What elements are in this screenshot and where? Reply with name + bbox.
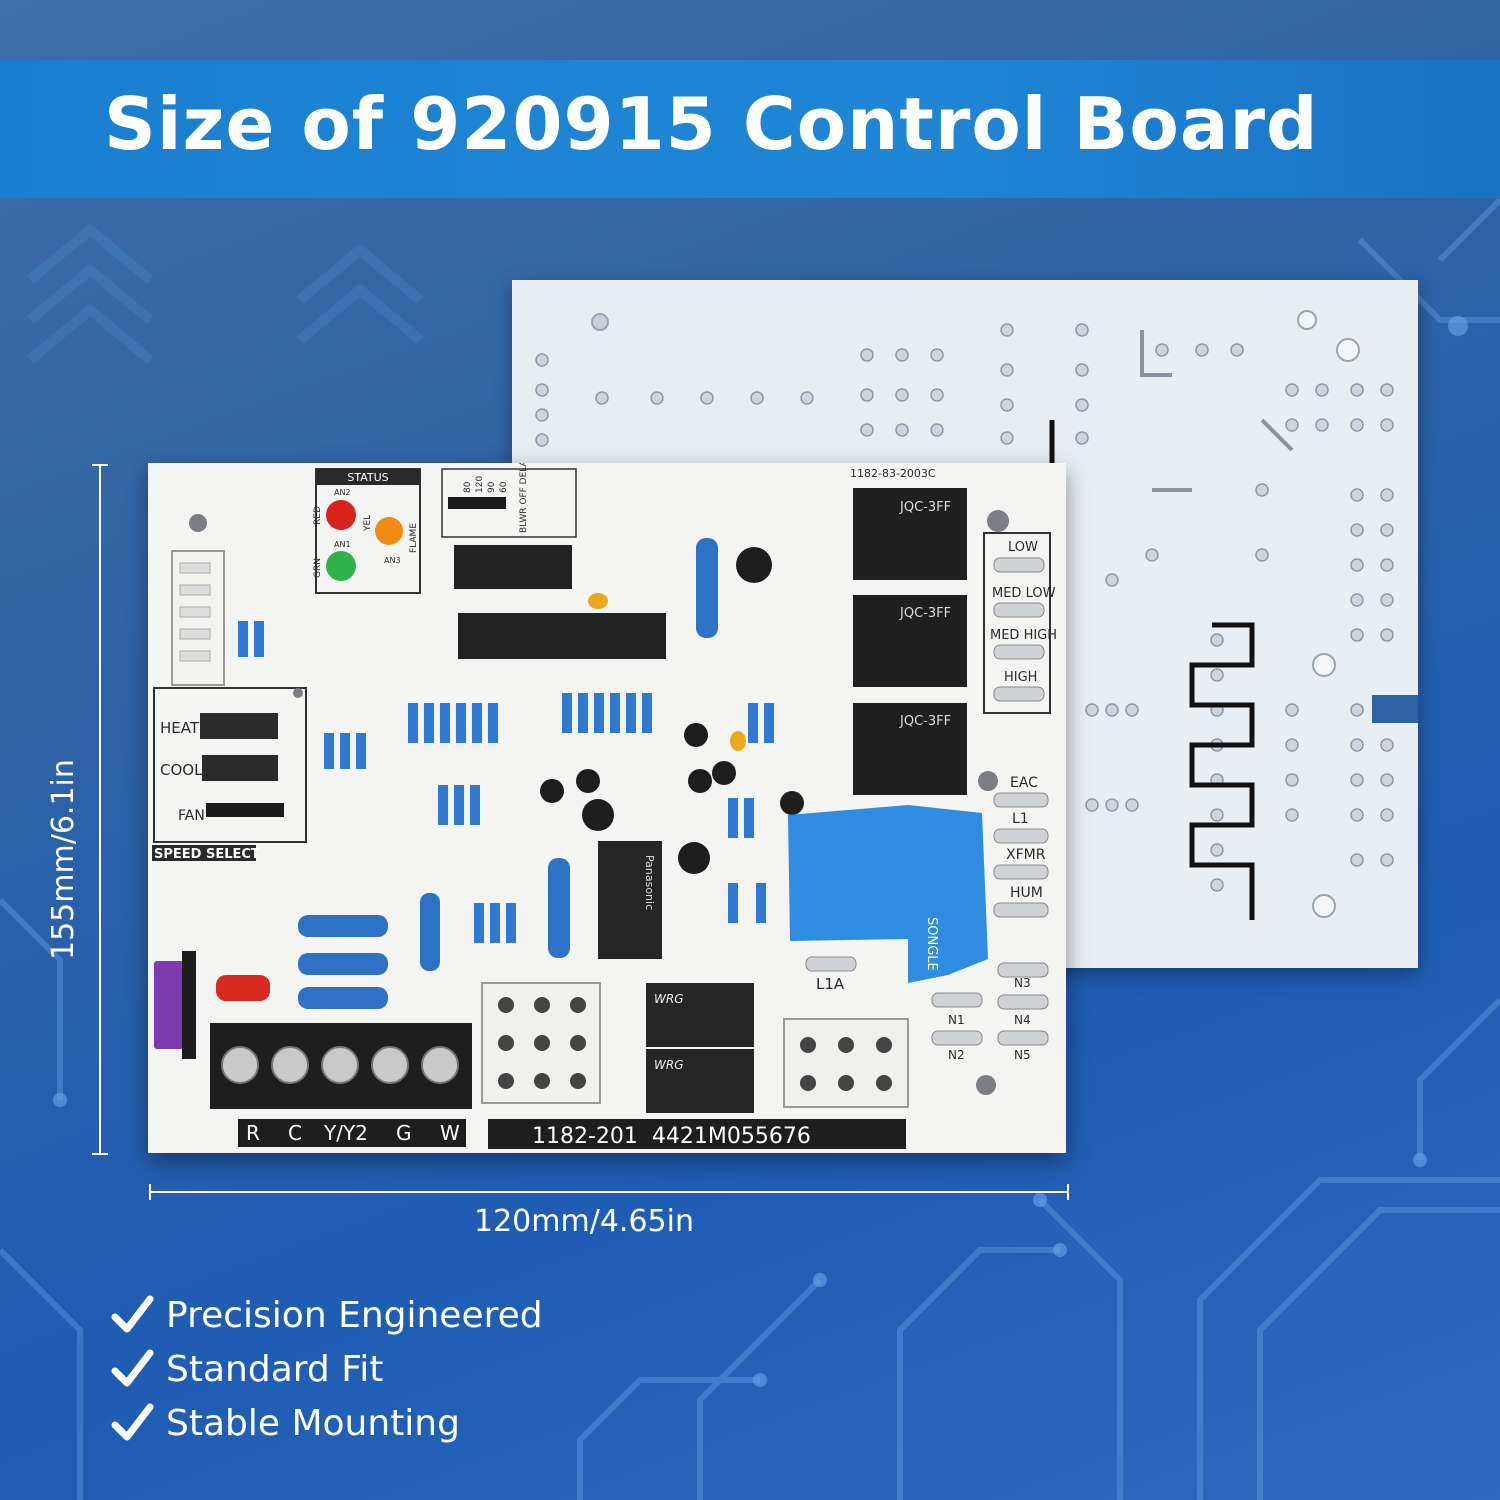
speed-tap-med-low: MED LOW <box>992 586 1056 601</box>
speed-tap-low: LOW <box>1008 540 1038 555</box>
relay-label-2: JQC-3FF <box>899 606 951 621</box>
terminal-n1: N1 <box>948 1013 965 1027</box>
speed-tap-high: HIGH <box>1004 670 1037 685</box>
terminal-r: R <box>246 1121 260 1145</box>
title-banner <box>0 60 1500 198</box>
led-label-grn: GRN <box>313 558 323 578</box>
delay-value-60: 60 <box>499 481 509 493</box>
led-label-an2: AN2 <box>334 488 351 497</box>
terminal-w: W <box>440 1121 460 1145</box>
delay-value-80: 80 <box>463 481 473 493</box>
serial-number: 1182-201 4421M055676 <box>532 1124 811 1149</box>
songle-label: SONGLE <box>924 917 939 971</box>
terminal-g: G <box>396 1121 412 1145</box>
led-label-red: RED <box>313 506 323 525</box>
control-board-front: 1182-83-2003C STATUS RED YEL GRN FLAME A… <box>148 418 1066 1153</box>
checkmark-icon <box>111 1403 154 1441</box>
switch-label-fan: FAN <box>178 808 205 824</box>
relay-label-1: JQC-3FF <box>899 500 951 515</box>
checkmark-icon <box>111 1349 154 1387</box>
relay-label-3: JQC-3FF <box>899 714 951 729</box>
led-label-flame: FLAME <box>409 523 419 553</box>
height-dimension: 155mm/6.1in <box>46 759 81 960</box>
panasonic-label: Panasonic <box>643 855 656 910</box>
terminal-c: C <box>288 1121 302 1145</box>
board-back-drawing <box>535 310 1418 920</box>
checkmark-icon <box>111 1295 154 1333</box>
feature-item: Precision Engineered <box>110 1288 543 1342</box>
status-label: STATUS <box>347 471 388 484</box>
feature-label: Precision Engineered <box>166 1294 543 1336</box>
wrg-relay-2: WRG <box>654 1058 684 1072</box>
delay-value-90: 90 <box>487 481 497 493</box>
terminal-l1a: L1A <box>816 975 845 993</box>
terminal-n5: N5 <box>1014 1048 1031 1062</box>
speed-tap-med-high: MED HIGH <box>990 628 1057 643</box>
feature-item: Standard Fit <box>110 1342 543 1396</box>
feature-label: Stable Mounting <box>166 1402 460 1444</box>
terminal-n4: N4 <box>1014 1013 1031 1027</box>
delay-value-120: 120 <box>475 476 485 493</box>
feature-list: Precision Engineered Standard Fit Stable… <box>110 1288 543 1450</box>
terminal-l1: L1 <box>1012 811 1029 827</box>
green-led <box>326 551 356 581</box>
terminal-xfmr: XFMR <box>1006 847 1046 863</box>
page-title: Size of 920915 Control Board <box>104 82 1319 166</box>
terminal-eac: EAC <box>1010 775 1038 791</box>
led-label-yel: YEL <box>363 515 373 532</box>
terminal-y-y2: Y/Y2 <box>323 1121 368 1145</box>
terminal-n3: N3 <box>1014 976 1031 990</box>
terminal-hum: HUM <box>1010 885 1043 901</box>
feature-item: Stable Mounting <box>110 1396 543 1450</box>
board-front-drawing: 1182-83-2003C STATUS RED YEL GRN FLAME A… <box>152 418 1057 1149</box>
feature-label: Standard Fit <box>166 1348 384 1390</box>
part-code: 1182-83-2003C <box>850 467 936 480</box>
yellow-led <box>375 517 403 545</box>
switch-label-heat: HEAT <box>160 719 200 737</box>
led-label-an3: AN3 <box>384 556 401 565</box>
speed-select-label: SPEED SELECT <box>154 847 260 862</box>
delay-label: BLWR OFF DELAY <HTG> <box>519 463 529 533</box>
switch-label-cool: COOL <box>160 761 203 779</box>
red-led <box>326 500 356 530</box>
wrg-relay-1: WRG <box>654 992 684 1006</box>
terminal-n2: N2 <box>948 1048 965 1062</box>
width-dimension: 120mm/4.65in <box>474 1204 694 1239</box>
led-label-an1: AN1 <box>334 540 351 549</box>
